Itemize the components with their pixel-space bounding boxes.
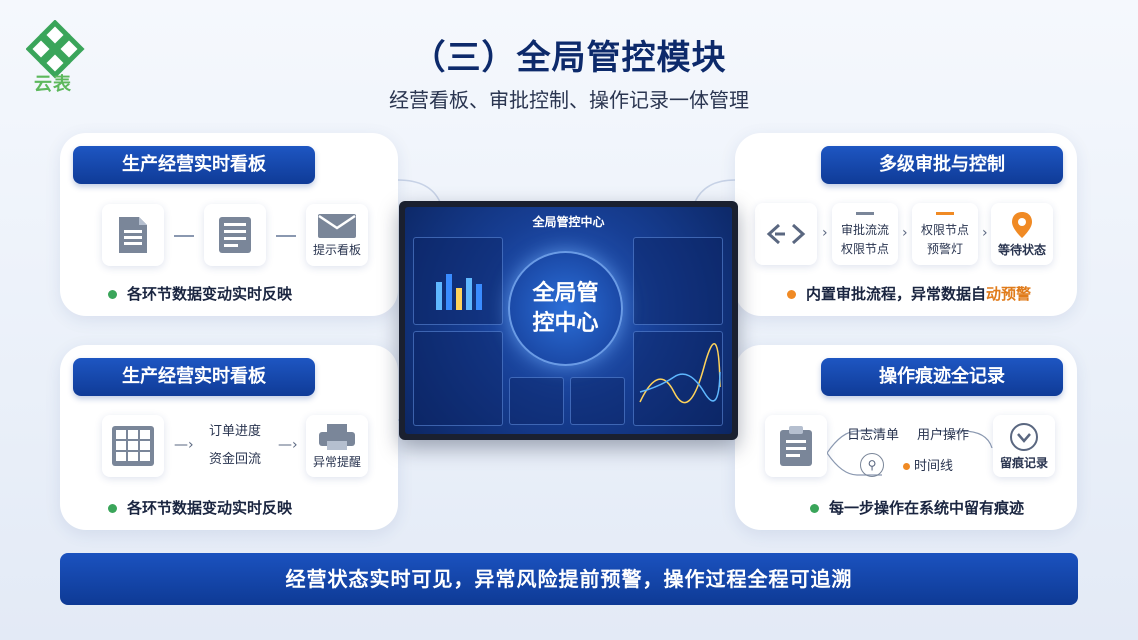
mail-icon-box: 提示看板 — [306, 204, 368, 266]
card-dashboard-bottom: 生产经营实时看板 —› 订单进度 资金回流 —› 异常提醒 各环节数据变动实时反… — [60, 345, 398, 530]
card-title: 多级审批与控制 — [821, 146, 1063, 184]
panel-bottom-center-right — [570, 377, 625, 425]
record-label: 留痕记录 — [999, 455, 1048, 470]
arrow-right-icon: › — [902, 225, 908, 241]
green-dot-icon — [108, 290, 117, 299]
shield-check-icon — [1010, 422, 1038, 451]
location-pin-icon — [1012, 211, 1032, 238]
printer-icon-box: 异常提醒 — [306, 415, 368, 477]
orange-dot-icon — [787, 290, 796, 299]
green-dot-icon — [810, 504, 819, 513]
location-label: 等待状态 — [997, 242, 1046, 257]
page-subtitle: 经营看板、审批控制、操作记录一体管理 — [389, 88, 749, 112]
arrow-right-icon: —› — [174, 437, 194, 453]
code-arrows-icon — [766, 223, 806, 245]
connector-dash — [276, 235, 296, 237]
sprout-icon: ⚲ — [860, 453, 884, 477]
record-icon-box: 留痕记录 — [993, 415, 1055, 477]
monitor-screen: 全局管控中心 全局管控中心 — [405, 207, 732, 434]
card-title: 生产经营实时看板 — [73, 358, 315, 396]
control-center-core: 全局管控中心 — [508, 251, 623, 366]
panel-bottom-center-left — [509, 377, 564, 425]
bullet-text: 各环节数据变动实时反映 — [108, 283, 292, 304]
code-icon-box — [755, 203, 817, 265]
connector-dash — [174, 235, 194, 237]
central-monitor: 全局管控中心 全局管控中心 — [399, 201, 738, 440]
bullet-text: 各环节数据变动实时反映 — [108, 497, 292, 518]
card-approval: 多级审批与控制 › 审批流流 权限节点 › 权限节点 预警灯 › 等待状态 内置… — [735, 133, 1077, 316]
brand-logo — [26, 20, 85, 79]
page-title: （三）全局管控模块 — [411, 38, 727, 78]
grid-icon-box — [102, 415, 164, 477]
panel-top-right — [633, 237, 723, 325]
card-title: 生产经营实时看板 — [73, 146, 315, 184]
flow-item-order: 订单进度 资金回流 — [208, 424, 261, 467]
card-dashboard-top: 生产经营实时看板 提示看板 各环节数据变动实时反映 — [60, 133, 398, 316]
document-icon — [119, 217, 147, 253]
bullet-text: 内置审批流程，异常数据自动预警 — [787, 283, 1031, 304]
bullet-text: 每一步操作在系统中留有痕迹 — [810, 497, 1024, 518]
arrow-right-icon: —› — [278, 437, 298, 453]
form-icon — [219, 217, 251, 253]
panel-bottom-right — [633, 331, 723, 426]
step-flow-box: 审批流流 权限节点 — [832, 203, 898, 265]
arrow-right-icon: › — [822, 225, 828, 241]
grid-icon — [112, 426, 154, 466]
card-operation-log: 操作痕迹全记录 日志清单 用户操作 ⚲ 时间线 留痕记录 每一步操作在系统中留有… — [735, 345, 1077, 530]
clipboard-icon-box — [765, 415, 827, 477]
printer-label: 异常提醒 — [312, 454, 361, 469]
line-chart-thumbnail — [639, 343, 721, 404]
step-warning-box: 权限节点 预警灯 — [912, 203, 978, 265]
panel-top-left — [413, 237, 503, 325]
mail-label: 提示看板 — [312, 242, 361, 257]
card-title: 操作痕迹全记录 — [821, 358, 1063, 396]
printer-icon — [319, 423, 355, 450]
timeline-label: 时间线 — [903, 456, 953, 478]
form-icon-box — [204, 204, 266, 266]
location-icon-box: 等待状态 — [991, 203, 1053, 265]
arrow-right-icon: › — [982, 225, 988, 241]
summary-banner: 经营状态实时可见，异常风险提前预警，操作过程全程可追溯 — [60, 553, 1078, 605]
clipboard-icon — [780, 426, 812, 466]
panel-bottom-left — [413, 331, 503, 426]
mail-icon — [318, 213, 356, 238]
trace-connector — [827, 430, 993, 476]
document-icon-box — [102, 204, 164, 266]
bar-chart-thumbnail — [436, 274, 482, 310]
screen-title: 全局管控中心 — [532, 215, 605, 229]
user-op-label: 用户操作 — [917, 428, 970, 443]
log-list-label: 日志清单 — [847, 428, 900, 443]
green-dot-icon — [108, 504, 117, 513]
logo-text: 云表 — [34, 74, 72, 95]
